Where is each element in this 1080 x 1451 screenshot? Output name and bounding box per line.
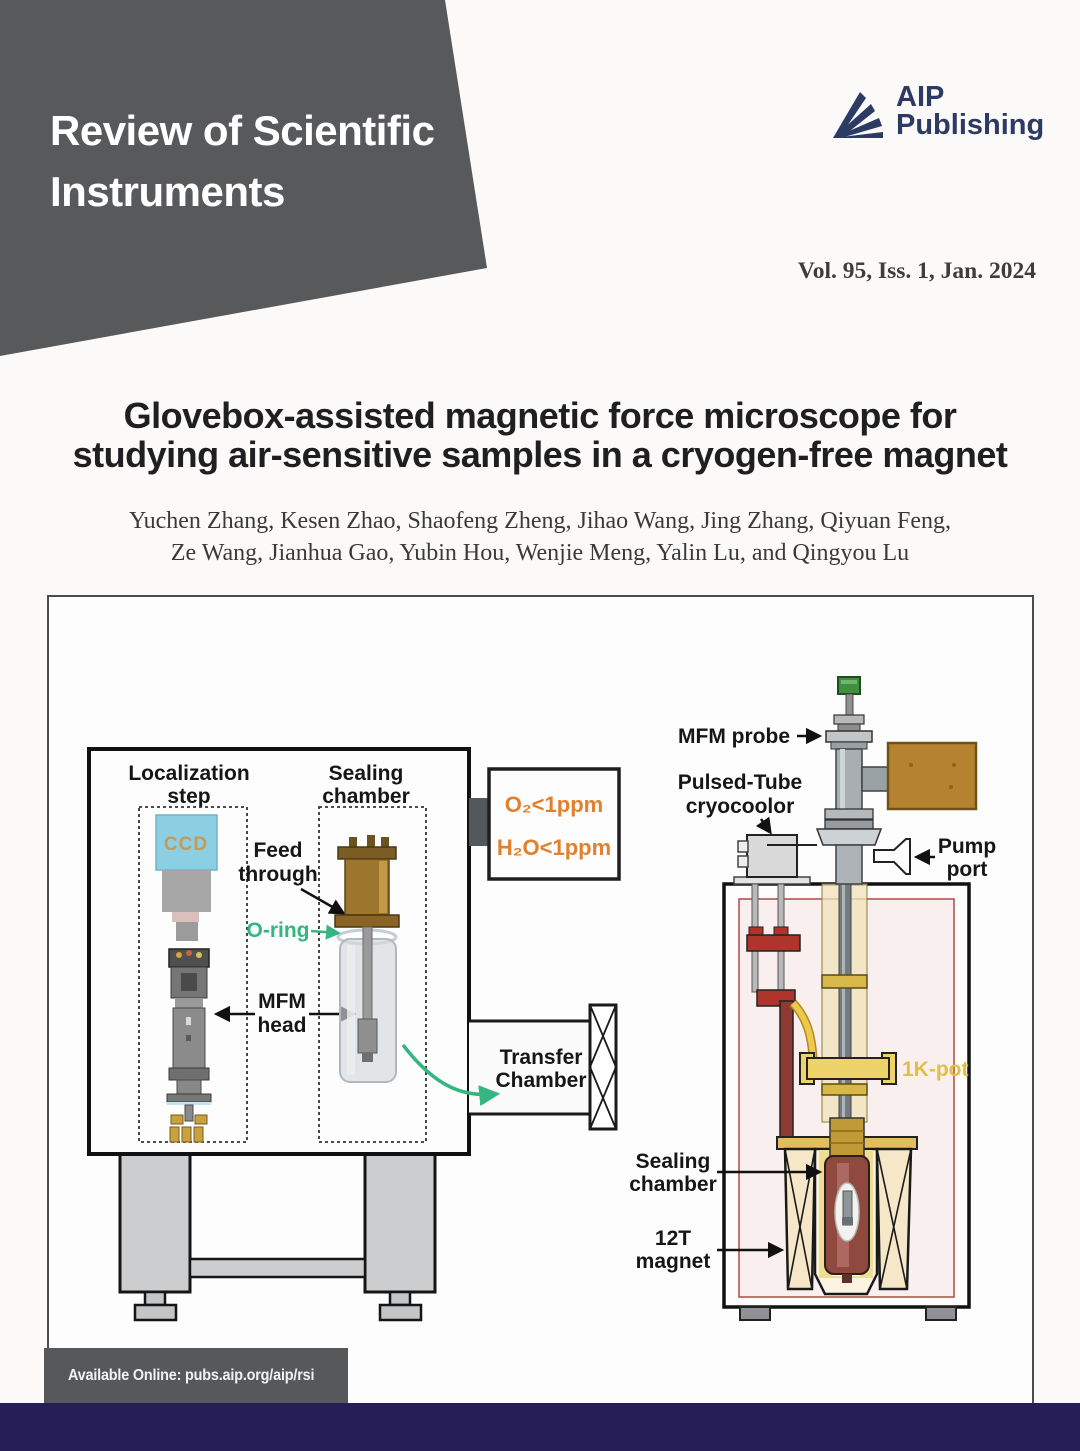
pump-line1: Pump [938,835,996,858]
article-title-line1: Glovebox-assisted magnetic force microsc… [123,395,957,436]
cryocooler-line1: Pulsed-Tube [678,771,802,794]
feed-through-line2: through [238,863,317,886]
authors-line2: Ze Wang, Jianhua Gao, Yubin Hou, Wenjie … [170,540,910,566]
magnet-assembly [776,1117,918,1296]
localization-label-2: step [167,785,210,808]
available-online-bar: Available Online: pubs.aip.org/aip/rsi [44,1348,348,1403]
ccd-camera: CCD [155,814,218,941]
footer-strip [0,1403,1080,1451]
cryo-sealing-line1: Sealing [636,1150,711,1173]
cryocooler-line2: cryocoolor [686,795,795,818]
one-k-pot-label: 1K-pot [902,1058,969,1081]
cover-figure: Localization step Sealing chamber CCD [47,595,1034,1403]
cryo-sealing-line2: chamber [629,1173,717,1196]
journal-title: Review of Scientific Instruments [50,100,435,222]
aip-publishing-logo: AIP Publishing [833,83,1044,140]
article-title-line2: studying air-sensitive samples in a cryo… [72,434,1008,475]
journal-title-line1: Review of Scientific [50,107,435,154]
glovebox: Localization step Sealing chamber [87,747,471,1156]
sealing-label-1: Sealing [329,762,404,785]
pump-line2: port [947,858,988,881]
journal-title-line2: Instruments [50,168,285,215]
mfm-probe-column [767,676,978,885]
article-title: Glovebox-assisted magnetic force microsc… [0,396,1080,474]
sealing-label-2: chamber [322,785,410,808]
publisher-line1: AIP [896,81,945,113]
feedthrough-assembly: Feed through O-ring [238,835,400,1083]
o2-level: O₂<1ppm [505,792,603,817]
atmosphere-box: O₂<1ppm H₂O<1ppm [469,767,621,881]
aip-logo-icon [833,92,883,138]
magnet-line1: 12T [655,1227,691,1250]
cryostat-insert: 1K-pot [799,843,969,1123]
mfm-head-line1: MFM [258,990,306,1013]
available-online-text: Available Online: pubs.aip.org/aip/rsi [68,1367,315,1384]
mfm-head-line2: head [257,1014,306,1037]
ccd-label: CCD [164,834,208,855]
o-ring-label: O-ring [247,919,310,942]
mfm-head-device [166,948,212,1143]
transfer-line1: Transfer [500,1046,583,1069]
transfer-line2: Chamber [495,1069,586,1092]
localization-label-1: Localization [128,762,249,785]
mfm-head-label: MFM head [213,990,357,1037]
issue-info: Vol. 95, Iss. 1, Jan. 2024 [797,258,1036,284]
h2o-level: H₂O<1ppm [497,835,611,860]
publisher-line2: Publishing [896,109,1045,141]
cryostat-labels: MFM probe Pulsed-Tube cryocoolor Pump po… [629,725,996,1273]
schematic: Localization step Sealing chamber CCD [87,676,996,1322]
magnet-line2: magnet [636,1250,711,1273]
authors-line1: Yuchen Zhang, Kesen Zhao, Shaofeng Zheng… [128,508,952,534]
feed-through-line1: Feed [253,839,302,862]
transfer-chamber: Transfer Chamber [401,1003,618,1131]
publisher-name: AIP Publishing [896,83,1044,140]
glovebox-stand [118,1150,437,1322]
article-authors: Yuchen Zhang, Kesen Zhao, Shaofeng Zheng… [0,505,1080,569]
journal-banner: Review of Scientific Instruments [0,0,487,356]
mfm-probe-label: MFM probe [678,725,790,748]
